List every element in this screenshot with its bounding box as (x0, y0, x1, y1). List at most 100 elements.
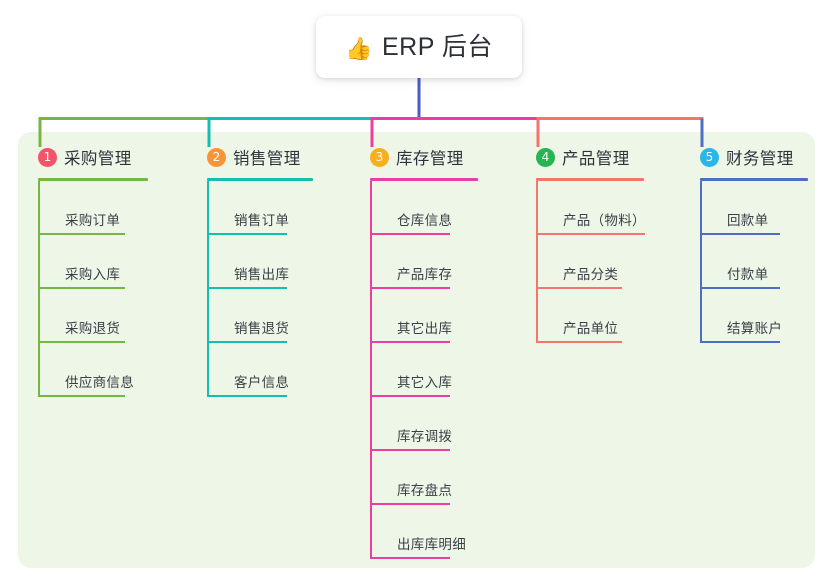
branch-item-label: 采购退货 (65, 320, 121, 336)
branch-item-rule (372, 449, 450, 451)
branch-item-label: 销售订单 (234, 212, 290, 228)
thumbs-up-icon: 👍 (345, 35, 373, 61)
branch-item-label: 产品库存 (397, 266, 453, 282)
branch-title: 销售管理 (233, 150, 301, 168)
branch-item[interactable]: 产品（物料） (536, 181, 686, 235)
branch-items: 产品（物料） 产品分类产品单位 (536, 181, 686, 343)
branch-header-1[interactable]: 1 采购管理 (38, 145, 188, 169)
branch-item-label: 其它出库 (397, 320, 453, 336)
branch-items: 销售订单销售出库销售退货客户信息 (207, 181, 357, 397)
branch-item-label: 库存盘点 (397, 482, 453, 498)
branch-item-label: 销售退货 (234, 320, 290, 336)
branch-column-5: 5 财务管理回款单付款单结算账户 (700, 145, 839, 343)
branch-item-label: 销售出库 (234, 266, 290, 282)
branch-item[interactable]: 客户信息 (207, 343, 357, 397)
branch-column-1: 1 采购管理采购订单采购入库采购退货供应商信息 (38, 145, 188, 397)
branch-header-rule (536, 178, 644, 181)
branch-item-rule (40, 395, 125, 397)
branch-item-rule (372, 503, 450, 505)
branch-header-4[interactable]: 4 产品管理 (536, 145, 686, 169)
branch-item[interactable]: 销售出库 (207, 235, 357, 289)
branch-item-label: 结算账户 (727, 320, 783, 336)
branch-item[interactable]: 产品分类 (536, 235, 686, 289)
branch-item-rule (372, 557, 450, 559)
branch-number-badge: 5 (700, 147, 719, 167)
branch-item[interactable]: 库存盘点 (370, 451, 520, 505)
branch-item[interactable]: 产品库存 (370, 235, 520, 289)
branch-item[interactable]: 库存调拨 (370, 397, 520, 451)
branch-item-label: 其它入库 (397, 374, 453, 390)
branch-item-rule (538, 287, 622, 289)
branch-item[interactable]: 付款单 (700, 235, 839, 289)
branch-spine (700, 181, 702, 343)
branch-items: 采购订单采购入库采购退货供应商信息 (38, 181, 188, 397)
branch-item[interactable]: 采购订单 (38, 181, 188, 235)
branch-item-label: 采购订单 (65, 212, 121, 228)
branch-item-rule (372, 233, 450, 235)
branch-item[interactable]: 回款单 (700, 181, 839, 235)
branch-item-label: 回款单 (727, 212, 769, 228)
root-node-erp-backend[interactable]: 👍 ERP 后台 (316, 16, 522, 78)
branch-title: 采购管理 (64, 150, 132, 168)
branch-item[interactable]: 销售订单 (207, 181, 357, 235)
branch-number-badge: 4 (536, 147, 555, 167)
branch-item[interactable]: 供应商信息 (38, 343, 188, 397)
branch-number-badge: 2 (207, 147, 226, 167)
branch-item-label: 供应商信息 (65, 374, 134, 390)
branch-header-3[interactable]: 3 库存管理 (370, 145, 520, 169)
branch-item-label: 产品单位 (563, 320, 619, 336)
branch-item-rule (372, 341, 450, 343)
branch-number-badge: 1 (38, 147, 57, 167)
branch-item[interactable]: 其它出库 (370, 289, 520, 343)
branch-item-rule (209, 233, 287, 235)
branch-item-rule (40, 341, 125, 343)
branch-title: 产品管理 (562, 150, 630, 168)
branch-header-5[interactable]: 5 财务管理 (700, 145, 839, 169)
branch-spine (536, 181, 538, 343)
branch-item[interactable]: 产品单位 (536, 289, 686, 343)
branch-item-rule (209, 395, 287, 397)
branch-title: 财务管理 (726, 150, 794, 168)
branch-header-rule (207, 178, 313, 181)
branch-column-4: 4 产品管理产品（物料） 产品分类产品单位 (536, 145, 686, 343)
branch-header-rule (38, 178, 148, 181)
diagram-panel-background (18, 132, 815, 568)
branch-item-label: 仓库信息 (397, 212, 453, 228)
branch-items: 回款单付款单结算账户 (700, 181, 839, 343)
branch-item-label: 产品分类 (563, 266, 619, 282)
branch-item-label: 客户信息 (234, 374, 290, 390)
branch-item-rule (538, 233, 645, 235)
branch-header-2[interactable]: 2 销售管理 (207, 145, 357, 169)
branch-item-rule (702, 287, 780, 289)
branch-item-rule (372, 395, 450, 397)
root-node-label: ERP 后台 (382, 32, 493, 61)
branch-item-label: 出库库明细 (397, 536, 466, 552)
branch-column-2: 2 销售管理销售订单销售出库销售退货客户信息 (207, 145, 357, 397)
branch-item-rule (538, 341, 622, 343)
branch-item[interactable]: 采购入库 (38, 235, 188, 289)
root-node-text: 👍 ERP 后台 (345, 32, 493, 61)
branch-item-rule (372, 287, 450, 289)
branch-item[interactable]: 结算账户 (700, 289, 839, 343)
branch-item-rule (702, 341, 780, 343)
branch-item-label: 采购入库 (65, 266, 121, 282)
branch-item[interactable]: 其它入库 (370, 343, 520, 397)
branch-items: 仓库信息产品库存其它出库其它入库库存调拨库存盘点出库库明细 (370, 181, 520, 559)
branch-item-rule (209, 287, 287, 289)
branch-item-label: 产品（物料） (563, 212, 646, 228)
branch-item-rule (40, 287, 125, 289)
branch-item-rule (40, 233, 125, 235)
branch-number-badge: 3 (370, 147, 389, 167)
branch-item[interactable]: 仓库信息 (370, 181, 520, 235)
branch-item-rule (209, 341, 287, 343)
branch-item-rule (702, 233, 780, 235)
branch-item[interactable]: 采购退货 (38, 289, 188, 343)
branch-column-3: 3 库存管理仓库信息产品库存其它出库其它入库库存调拨库存盘点出库库明细 (370, 145, 520, 559)
branch-spine (207, 181, 209, 397)
branch-title: 库存管理 (396, 150, 464, 168)
branch-item[interactable]: 销售退货 (207, 289, 357, 343)
branch-item-label: 付款单 (727, 266, 769, 282)
branch-header-rule (370, 178, 478, 181)
branch-item-label: 库存调拨 (397, 428, 453, 444)
branch-item[interactable]: 出库库明细 (370, 505, 520, 559)
